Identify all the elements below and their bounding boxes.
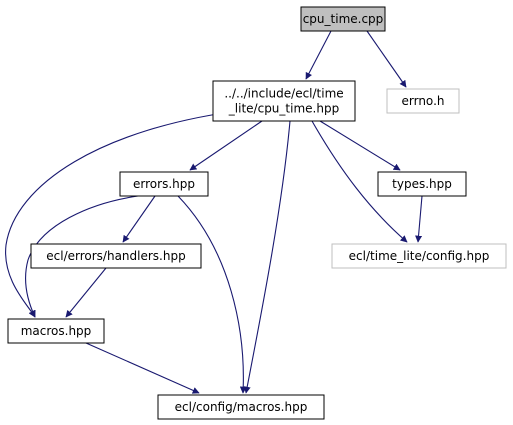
node-box <box>331 243 507 269</box>
node-config-hpp[interactable]: ecl/time_lite/config.hpp <box>331 243 507 269</box>
node-box <box>157 394 325 420</box>
node-box <box>7 318 105 344</box>
edges-layer <box>5 30 423 394</box>
node-box <box>30 243 202 269</box>
node-label: macros.hpp <box>21 324 92 338</box>
edge-cpu-time-hpp-to-config-macros-hpp <box>243 120 291 394</box>
node-label: ecl/config/macros.hpp <box>175 400 308 414</box>
node-errors-hpp[interactable]: errors.hpp <box>119 171 209 197</box>
nodes-layer: cpu_time.cpp ../../include/ecl/time_lite/… <box>7 6 507 420</box>
edge-macros-hpp-to-config-macros-hpp <box>85 342 200 394</box>
node-label: ../../include/ecl/time <box>224 87 343 101</box>
node-label: errno.h <box>402 94 445 108</box>
node-config-macros-hpp[interactable]: ecl/config/macros.hpp <box>157 394 325 420</box>
edge-cpu-time-hpp-to-types-hpp <box>319 120 401 171</box>
edge-handlers-hpp-to-macros-hpp <box>65 267 107 318</box>
edge-cpu-time-cpp-to-cpu-time-hpp <box>305 30 332 80</box>
edge-cpu-time-hpp-to-macros-hpp <box>5 109 246 318</box>
edge-cpu-time-hpp-to-errors-hpp <box>189 120 263 171</box>
edge-errors-hpp-to-config-macros-hpp <box>177 195 247 394</box>
node-types-hpp[interactable]: types.hpp <box>377 171 467 197</box>
node-box <box>377 171 467 197</box>
node-box <box>300 6 386 32</box>
node-label: errors.hpp <box>133 177 195 191</box>
edge-types-hpp-to-config-hpp <box>415 195 423 243</box>
node-label: _lite/cpu_time.hpp <box>228 102 339 116</box>
edge-cpu-time-hpp-to-config-hpp <box>311 120 408 243</box>
edge-errors-hpp-to-handlers-hpp <box>122 195 156 243</box>
node-label: types.hpp <box>392 177 452 191</box>
node-label: cpu_time.cpp <box>303 12 384 26</box>
edge-cpu-time-cpp-to-errno-h <box>366 30 407 88</box>
node-box <box>119 171 209 197</box>
node-cpu-time-hpp[interactable]: ../../include/ecl/time_lite/cpu_time.hpp <box>212 80 356 122</box>
node-box <box>386 88 460 114</box>
node-cpu-time-cpp[interactable]: cpu_time.cpp <box>300 6 386 32</box>
node-handlers-hpp[interactable]: ecl/errors/handlers.hpp <box>30 243 202 269</box>
node-macros-hpp[interactable]: macros.hpp <box>7 318 105 344</box>
node-label: ecl/errors/handlers.hpp <box>46 249 185 263</box>
node-errno-h[interactable]: errno.h <box>386 88 460 114</box>
node-box <box>212 80 356 122</box>
node-label: ecl/time_lite/config.hpp <box>349 249 490 263</box>
